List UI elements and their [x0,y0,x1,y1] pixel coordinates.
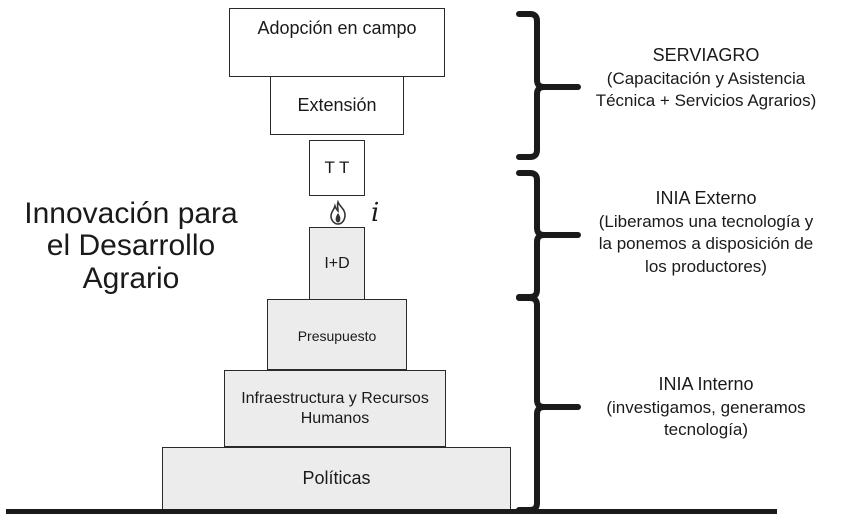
level-infraestructura: Infraestructura y Recursos Humanos [224,370,446,447]
title-line-1: Innovación para [24,197,238,230]
brace-serviagro [516,11,581,160]
title-line-2: el Desarrollo [46,229,216,263]
group-inia-interno-head: INIA Interno [658,374,754,394]
group-inia-externo: INIA Externo (Liberamos una tecnología y… [572,187,840,278]
level-tt-label: T T [324,158,350,178]
level-adopcion: Adopción en campo [229,8,445,77]
flame-icon [330,200,346,225]
group-inia-interno-line-1: (investigamos, generamos [606,397,806,417]
group-inia-interno: INIA Interno (investigamos, generamos te… [572,373,840,442]
level-id-label: I+D [324,254,350,272]
group-serviagro-line-2: Técnica + Servicios Agrarios) [595,91,817,111]
group-inia-interno-line-2: tecnología) [663,420,749,440]
group-inia-externo-line-3: los productores) [645,256,767,276]
group-inia-externo-line-1: (Liberamos una tecnología y [598,211,814,231]
level-presupuesto-label: Presupuesto [297,328,377,344]
level-presupuesto: Presupuesto [267,299,407,370]
brace-inia-externo [516,170,581,300]
level-tt: T T [309,140,365,196]
ground-line [6,509,777,514]
level-extension: Extensión [270,76,404,135]
level-extension-label: Extensión [297,95,377,116]
group-serviagro-head: SERVIAGRO [652,45,760,65]
level-politicas-label: Políticas [302,468,371,489]
innovation-symbol: i [371,198,380,228]
group-inia-externo-line-2: la ponemos a disposición de [598,234,814,254]
level-adopcion-label: Adopción en campo [257,18,417,38]
level-id: I+D [309,227,365,300]
group-serviagro-line-1: (Capacitación y Asistencia [606,68,806,88]
title-line-3: Agrario [82,261,180,295]
brace-inia-interno [516,295,581,513]
group-inia-externo-head: INIA Externo [655,188,757,208]
diagram-title: Innovación para el Desarrollo Agrario [6,197,256,295]
group-serviagro: SERVIAGRO (Capacitación y Asistencia Téc… [572,44,840,113]
level-infraestructura-line-1: Infraestructura y Recursos [241,389,429,407]
level-infraestructura-line-2: Humanos [300,409,370,427]
